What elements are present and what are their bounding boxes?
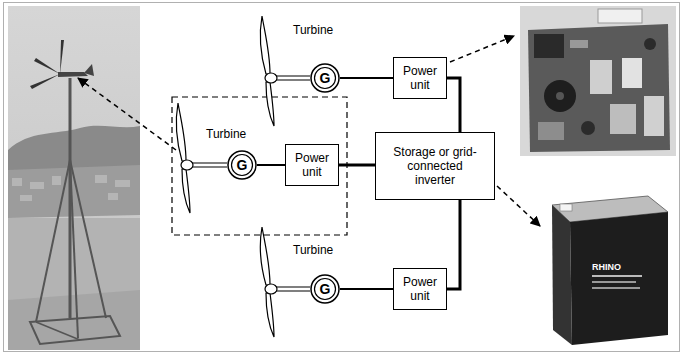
node-text: Power unit — [292, 151, 332, 179]
generator-circle: G — [227, 150, 257, 180]
node-text: Power unit — [400, 64, 440, 92]
generator-circle: G — [310, 274, 340, 304]
dashed-group-box — [172, 97, 347, 235]
power-wire — [340, 77, 393, 79]
leader-arrow — [450, 36, 514, 62]
power-unit-box: Power unit — [393, 268, 447, 310]
battery-brand: RHINO — [592, 260, 621, 274]
turbine-photo — [8, 6, 140, 350]
generator-ring — [311, 64, 339, 92]
power-wire — [447, 200, 460, 289]
photo-tower — [30, 78, 120, 344]
leader-arrow — [78, 78, 176, 150]
photo-rotor — [30, 40, 94, 89]
node-text: G — [227, 150, 257, 180]
power-wire — [339, 164, 375, 167]
node-text: Storage or grid-connected inverter — [393, 145, 477, 187]
generator-ring — [228, 151, 256, 179]
circuit-board-photo — [520, 6, 676, 156]
node-text: G — [310, 63, 340, 93]
inverter-box: Storage or grid-connected inverter — [375, 132, 495, 200]
battery-photo — [552, 196, 668, 345]
node-text: Power unit — [400, 275, 440, 303]
power-wire — [447, 78, 460, 132]
turbine-symbol — [176, 103, 227, 213]
power-unit-box: Power unit — [393, 57, 447, 99]
photo-roof-shade — [8, 290, 140, 350]
generator-ring — [311, 275, 339, 303]
turbine-label: Turbine — [206, 127, 246, 141]
node-text: G — [310, 274, 340, 304]
leader-arrow — [497, 186, 540, 226]
power-wire — [257, 164, 285, 166]
frame — [4, 3, 680, 352]
power-unit-box: Power unit — [285, 144, 339, 186]
turbine-label: Turbine — [293, 243, 333, 257]
power-wire — [340, 288, 393, 290]
photo-town — [8, 165, 140, 218]
turbine-label: Turbine — [293, 23, 333, 37]
generator-circle: G — [310, 63, 340, 93]
photo-sky — [8, 6, 140, 350]
